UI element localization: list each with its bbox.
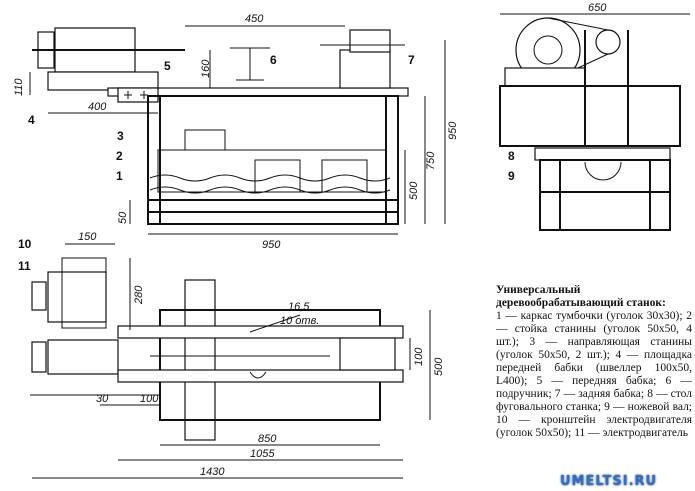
bolt-plus-marks <box>124 91 148 99</box>
dim-100-right: 100 <box>413 347 425 366</box>
label-1: 1 <box>116 169 123 183</box>
motor-bracket <box>61 257 107 329</box>
label-4: 4 <box>28 113 35 127</box>
watermark-logo: UMELTSI.RU <box>560 474 658 489</box>
label-6: 6 <box>270 53 277 67</box>
label-5: 5 <box>164 59 171 73</box>
dim-1430: 1430 <box>200 466 225 478</box>
side-view: 650 8 9 <box>499 2 690 231</box>
front-view: 450 160 110 400 950 50 500 750 950 5 6 7… <box>13 13 459 251</box>
figure-caption: Универсальный деревообрабатывающий стано… <box>496 284 692 440</box>
jointer-table <box>534 147 671 161</box>
tailstock <box>339 49 391 89</box>
dim-400: 400 <box>88 101 107 113</box>
tool-rest <box>230 47 270 81</box>
dim-500: 500 <box>408 181 420 200</box>
label-2: 2 <box>116 149 123 163</box>
headstock-platform <box>47 71 159 91</box>
label-3: 3 <box>117 129 124 143</box>
dim-16-5: 16,5 <box>288 301 310 313</box>
dim-950-height: 950 <box>447 121 459 140</box>
dim-150: 150 <box>78 231 97 243</box>
dim-100-left: 100 <box>140 393 159 405</box>
cutter-shaft <box>584 161 622 181</box>
label-11: 11 <box>18 259 31 273</box>
dim-950-width: 950 <box>262 239 281 251</box>
dim-50: 50 <box>117 211 129 224</box>
label-10: 10 <box>18 237 32 251</box>
dim-280: 280 <box>133 285 145 305</box>
frame <box>147 95 399 225</box>
dim-1055: 1055 <box>250 448 275 460</box>
dim-450: 450 <box>245 13 264 25</box>
caption-title: Универсальный деревообрабатывающий стано… <box>496 284 666 309</box>
motor <box>47 271 107 323</box>
label-7: 7 <box>408 53 415 67</box>
dim-750: 750 <box>425 151 437 170</box>
plan-view: 10 11 150 280 16,5 10 отв. 100 500 30 10… <box>18 231 445 479</box>
dim-110: 110 <box>13 78 25 96</box>
dim-650: 650 <box>588 2 607 14</box>
dim-160: 160 <box>200 59 212 78</box>
label-9: 9 <box>508 169 515 183</box>
dim-850: 850 <box>258 433 277 445</box>
caption-body: 1 — каркас тумбочки (уголок 30х30); 2 — … <box>496 310 692 439</box>
label-8: 8 <box>508 149 515 163</box>
dim-500-plan: 500 <box>433 357 445 376</box>
dim-10-holes: 10 отв. <box>280 315 319 327</box>
dim-30: 30 <box>96 393 109 405</box>
